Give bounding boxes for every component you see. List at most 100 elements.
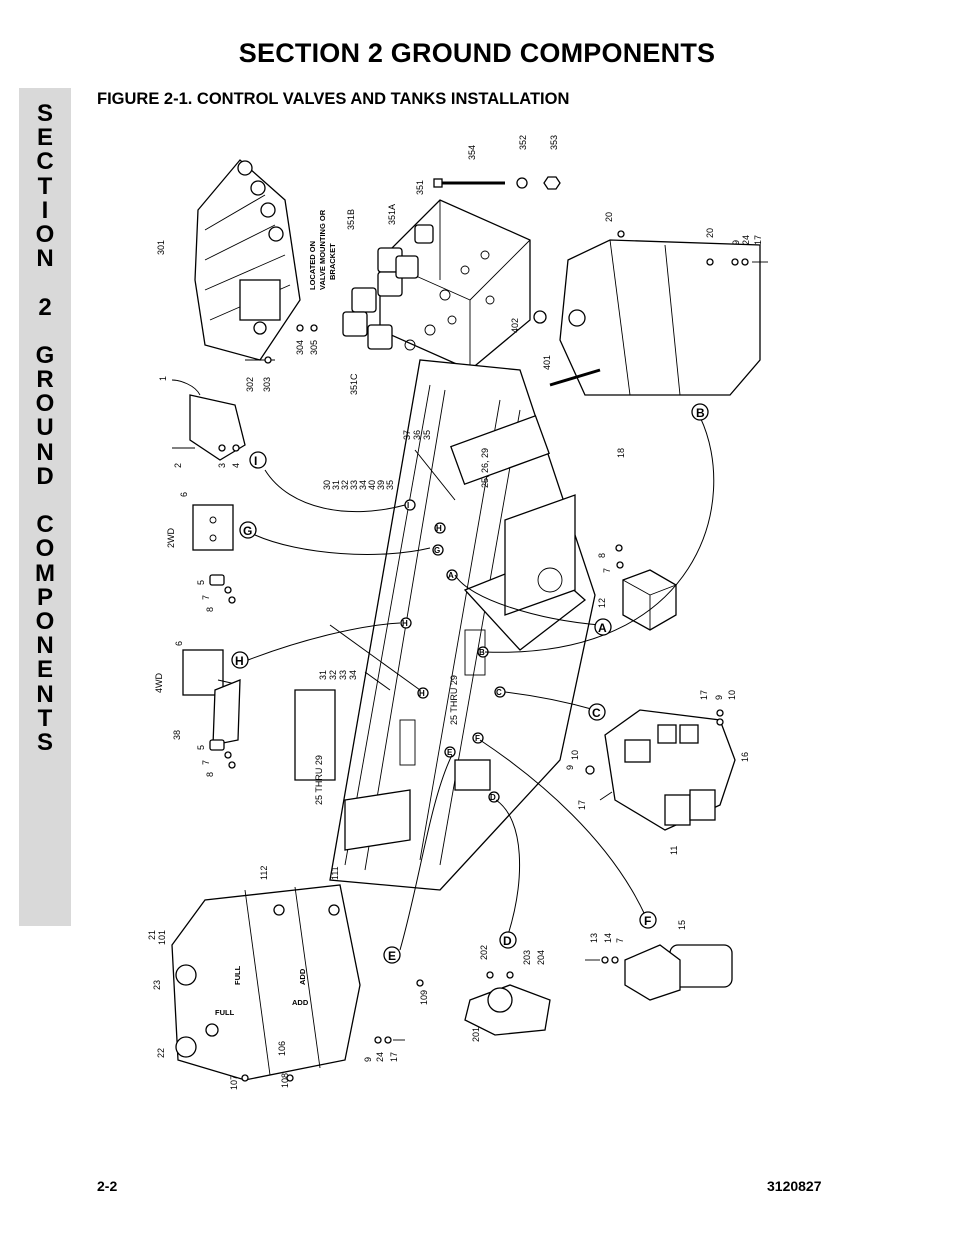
- svg-text:201: 201: [471, 1027, 481, 1042]
- side-tab-letter: N: [36, 632, 54, 660]
- svg-text:2: 2: [173, 463, 183, 468]
- svg-text:202: 202: [479, 945, 489, 960]
- svg-text:B: B: [696, 406, 705, 420]
- svg-text:107: 107: [229, 1075, 239, 1090]
- svg-text:E: E: [388, 949, 396, 963]
- frame-letter-markers: I H G A H B H C E F D: [400, 499, 506, 803]
- svg-text:111: 111: [330, 866, 340, 880]
- svg-text:9: 9: [731, 240, 741, 245]
- svg-text:7: 7: [201, 595, 211, 600]
- svg-text:H: H: [402, 619, 408, 628]
- svg-text:101: 101: [157, 930, 167, 945]
- svg-text:C: C: [592, 706, 601, 720]
- svg-text:16: 16: [740, 752, 750, 762]
- svg-text:22: 22: [156, 1048, 166, 1058]
- side-tab-letter: T: [37, 172, 53, 200]
- svg-text:30: 30: [322, 480, 332, 490]
- tank-18: [533, 230, 768, 396]
- svg-text:302: 302: [245, 377, 255, 392]
- svg-text:8: 8: [205, 772, 215, 777]
- pump-201: [464, 971, 551, 1036]
- side-tab-letter: N: [36, 680, 54, 708]
- svg-text:33: 33: [338, 670, 348, 680]
- side-tab-letter: D: [36, 462, 54, 490]
- svg-text:20: 20: [705, 228, 715, 238]
- svg-text:FULL: FULL: [215, 1008, 235, 1017]
- svg-text:39: 39: [376, 480, 386, 490]
- svg-text:353: 353: [549, 135, 559, 150]
- svg-text:8: 8: [597, 553, 607, 558]
- svg-text:108: 108: [280, 1073, 290, 1088]
- svg-text:F: F: [475, 734, 480, 743]
- tank-101: FULL ADD: [171, 884, 424, 1082]
- svg-text:304: 304: [295, 340, 305, 355]
- side-tab-letter: P: [36, 583, 53, 611]
- svg-text:34: 34: [358, 480, 368, 490]
- side-tab-letter: E: [36, 124, 53, 152]
- side-tab-letter: I: [41, 196, 49, 224]
- side-tab-letter: C: [36, 511, 54, 539]
- svg-text:12: 12: [597, 598, 607, 608]
- svg-text:4: 4: [231, 463, 241, 468]
- side-tab-letter: N: [36, 245, 54, 273]
- svg-text:VALVE MOUNTING OR: VALVE MOUNTING OR: [318, 209, 327, 290]
- side-tab-letter: M: [35, 559, 55, 587]
- svg-text:2WD: 2WD: [166, 528, 176, 549]
- valve-hardware: [245, 324, 318, 364]
- svg-text:10: 10: [570, 750, 580, 760]
- svg-text:32: 32: [340, 480, 350, 490]
- svg-text:10: 10: [727, 690, 737, 700]
- svg-text:I: I: [254, 454, 257, 468]
- svg-text:109: 109: [419, 990, 429, 1005]
- svg-text:C: C: [496, 688, 502, 697]
- svg-text:ADD: ADD: [292, 998, 309, 1007]
- side-tab-letter: G: [35, 341, 55, 369]
- side-tab-letter: N: [36, 438, 54, 466]
- side-tab-letter: E: [36, 656, 53, 684]
- svg-text:35: 35: [385, 480, 395, 490]
- page-number: 2-2: [97, 1178, 118, 1194]
- svg-text:36: 36: [412, 430, 422, 440]
- bracket-2wd: [192, 504, 236, 604]
- svg-text:4WD: 4WD: [154, 673, 164, 694]
- document-number: 3120827: [767, 1178, 822, 1194]
- pump-1: [171, 379, 246, 461]
- svg-text:35: 35: [422, 430, 432, 440]
- svg-text:A: A: [448, 571, 454, 580]
- svg-text:E: E: [447, 748, 453, 757]
- side-tab-letter: R: [36, 366, 54, 394]
- svg-text:7: 7: [201, 760, 211, 765]
- svg-text:7: 7: [602, 568, 612, 573]
- svg-text:17: 17: [389, 1052, 399, 1062]
- svg-text:25 THRU 29: 25 THRU 29: [449, 675, 459, 725]
- svg-text:5: 5: [196, 580, 206, 585]
- svg-text:B: B: [479, 648, 485, 657]
- svg-text:H: H: [419, 689, 425, 698]
- svg-text:ADD: ADD: [298, 968, 307, 985]
- svg-text:11: 11: [669, 846, 679, 855]
- part-labels: 354 352 353 351 351A 351B 351C 301 304 3…: [147, 135, 763, 1090]
- side-tab-letter: S: [36, 728, 53, 756]
- svg-text:A: A: [598, 621, 607, 635]
- svg-text:17: 17: [577, 800, 587, 810]
- svg-text:18: 18: [616, 448, 626, 458]
- side-tab-letter: O: [35, 220, 55, 248]
- svg-text:25, 26, 29: 25, 26, 29: [480, 448, 490, 488]
- svg-text:25 THRU 29: 25 THRU 29: [314, 755, 324, 805]
- svg-text:23: 23: [152, 980, 162, 990]
- svg-text:17: 17: [753, 235, 763, 245]
- svg-text:I: I: [407, 501, 409, 510]
- block-hardware: [433, 176, 561, 190]
- filter-15: [585, 944, 733, 1001]
- figure-title: FIGURE 2-1. CONTROL VALVES AND TANKS INS…: [97, 90, 570, 108]
- svg-text:9: 9: [363, 1057, 373, 1062]
- leader-lines: [247, 416, 715, 951]
- callout-markers: I G H B A C E D F: [231, 403, 709, 964]
- svg-text:BRACKET: BRACKET: [328, 243, 337, 280]
- valve-block-351: [342, 199, 531, 371]
- svg-text:21: 21: [147, 930, 157, 940]
- svg-text:LOCATED ON: LOCATED ON: [308, 241, 317, 290]
- side-tab-letter: U: [36, 414, 54, 442]
- svg-text:D: D: [503, 934, 512, 948]
